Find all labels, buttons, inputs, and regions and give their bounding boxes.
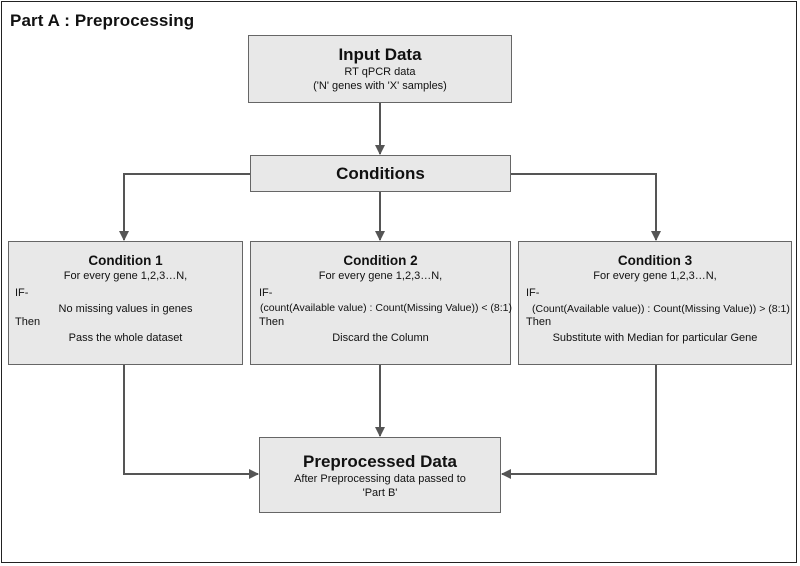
- conditions-box: Conditions: [250, 155, 511, 192]
- condition-3-then-label: Then: [526, 316, 552, 328]
- preprocessed-data-title: Preprocessed Data: [302, 452, 458, 471]
- conditions-title: Conditions: [336, 164, 425, 183]
- condition-3-then-text: Substitute with Median for particular Ge…: [552, 332, 758, 344]
- condition-1-box: Condition 1 For every gene 1,2,3…N, IF- …: [8, 241, 243, 365]
- condition-2-if-text: (count(Available value) : Count(Missing …: [260, 302, 513, 314]
- preprocessed-data-line2: 'Part B': [362, 487, 398, 499]
- condition-2-then-label: Then: [259, 316, 285, 328]
- condition-3-for-line: For every gene 1,2,3…N,: [593, 270, 717, 282]
- condition-1-title: Condition 1: [88, 253, 163, 268]
- condition-3-box: Condition 3 For every gene 1,2,3…N, IF- …: [518, 241, 792, 365]
- preprocessed-data-line1: After Preprocessing data passed to: [294, 473, 466, 485]
- condition-1-for-line: For every gene 1,2,3…N,: [63, 270, 188, 282]
- condition-1-if-text: No missing values in genes: [58, 303, 193, 315]
- condition-1-then-text: Pass the whole dataset: [68, 332, 183, 344]
- condition-3-title: Condition 3: [617, 253, 693, 268]
- preprocessed-data-box: Preprocessed Data After Preprocessing da…: [259, 437, 501, 513]
- condition-1-then-label: Then: [15, 316, 41, 328]
- condition-3-if-label: IF-: [526, 287, 540, 299]
- condition-1-if-label: IF-: [15, 287, 29, 299]
- condition-2-title: Condition 2: [343, 253, 418, 268]
- input-data-box: Input Data RT qPCR data ('N' genes with …: [248, 35, 512, 103]
- part-title: Part A : Preprocessing: [10, 11, 195, 30]
- input-data-title: Input Data: [338, 45, 422, 64]
- input-data-line1: RT qPCR data: [344, 66, 416, 78]
- condition-2-for-line: For every gene 1,2,3…N,: [318, 270, 443, 282]
- condition-3-if-text: (Count(Available value)) : Count(Missing…: [532, 303, 790, 315]
- condition-2-if-label: IF-: [259, 287, 273, 299]
- condition-2-box: Condition 2 For every gene 1,2,3…N, IF- …: [250, 241, 513, 365]
- condition-2-then-text: Discard the Column: [332, 332, 429, 344]
- input-data-line2: ('N' genes with 'X' samples): [313, 80, 447, 92]
